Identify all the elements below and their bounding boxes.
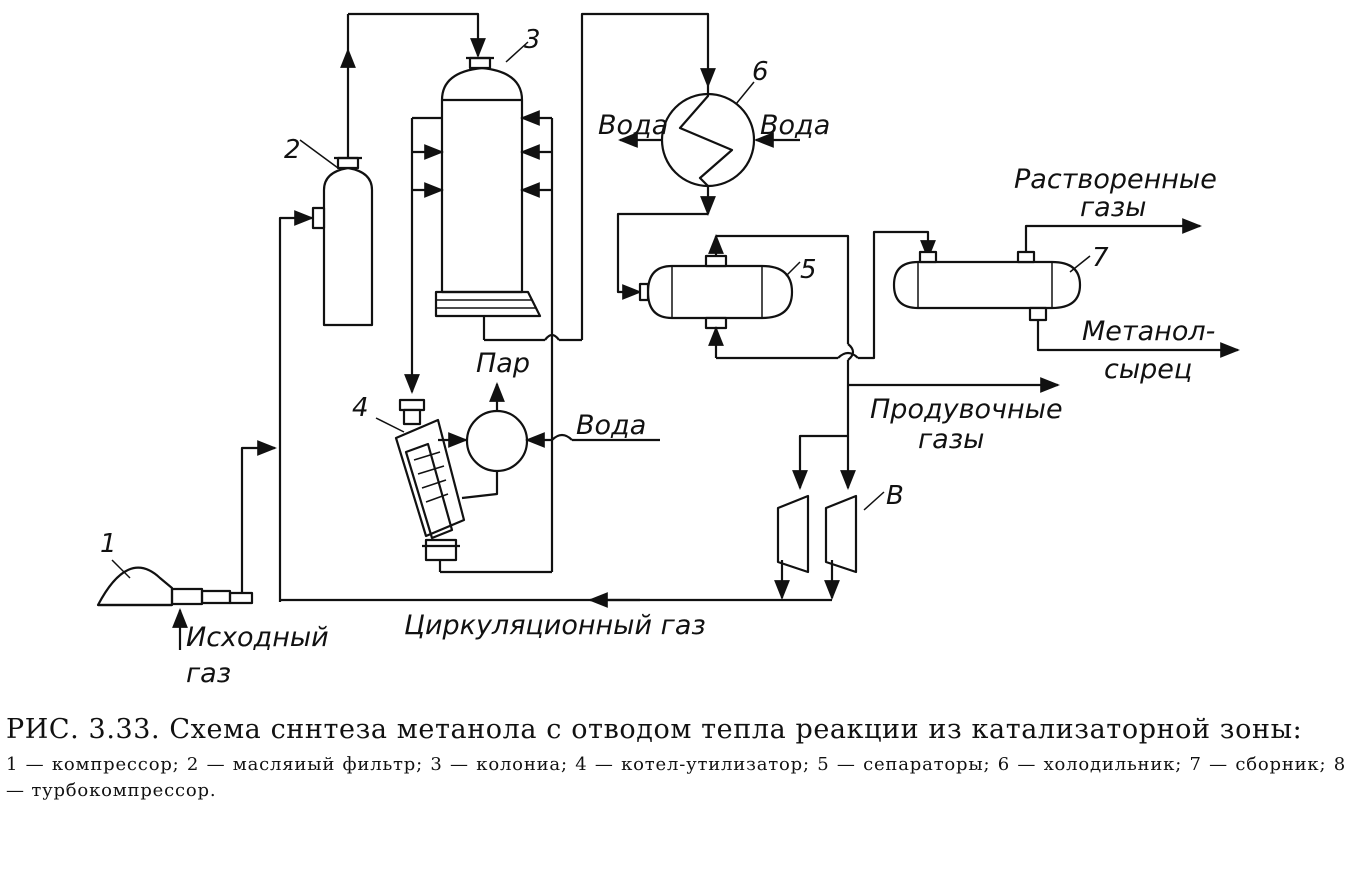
crude-methanol-label-1: Метанол- <box>1082 316 1215 347</box>
unit-number-5: 5 <box>800 255 817 285</box>
figure-caption: РИС. 3.33. Схема сннтеза метанола с отво… <box>6 712 1346 804</box>
compressor-unit-1 <box>96 559 254 607</box>
dissolved-gases-label-2: газы <box>1080 192 1146 223</box>
unit-number-4: 4 <box>352 393 369 423</box>
circulation-gas-label: Циркуляционный газ <box>404 610 706 641</box>
waste-heat-boiler-unit-4 <box>375 398 466 572</box>
unit-number-1: 1 <box>100 529 117 559</box>
unit-number-7: 7 <box>1092 243 1109 273</box>
caption-title: РИС. 3.33. Схема сннтеза метанола с отво… <box>6 714 1303 745</box>
feed-gas-label-2: газ <box>186 658 231 689</box>
purge-gases-label-1: Продувочные <box>870 394 1063 425</box>
unit-number-3: 3 <box>524 25 541 55</box>
steam-drum <box>465 409 529 473</box>
synthesis-column-unit-3 <box>434 41 542 318</box>
caption-legend: 1 — компрессор; 2 — масляиый фильтр; 3 —… <box>6 754 1346 801</box>
unit-number-2: 2 <box>284 135 301 165</box>
steam-label: Пар <box>476 348 530 379</box>
dissolved-gases-label-1: Растворенные <box>1014 164 1217 195</box>
collector-unit-7 <box>892 250 1091 322</box>
turbocompressor-unit-8 <box>776 491 885 574</box>
feed-gas-label-1: Исходный <box>186 622 329 653</box>
water-out-label: Вода <box>598 110 668 141</box>
methanol-synthesis-diagram: 1 2 3 4 5 6 7 В Вода Вода Растворенные г… <box>96 12 1240 689</box>
separator-unit-5 <box>638 254 801 330</box>
water-in-label: Вода <box>760 110 830 141</box>
boiler-water-label: Вода <box>576 410 646 441</box>
cooler-unit-6 <box>660 81 756 188</box>
unit-number-6: 6 <box>752 57 769 87</box>
compressor-to-filter-line <box>240 440 277 592</box>
circulation-riser-line <box>278 210 314 602</box>
unit-number-8: В <box>886 481 904 511</box>
crude-methanol-label-2: сырец <box>1104 354 1192 385</box>
purge-gases-label-2: газы <box>918 424 984 455</box>
oil-filter-unit-2 <box>299 139 374 327</box>
